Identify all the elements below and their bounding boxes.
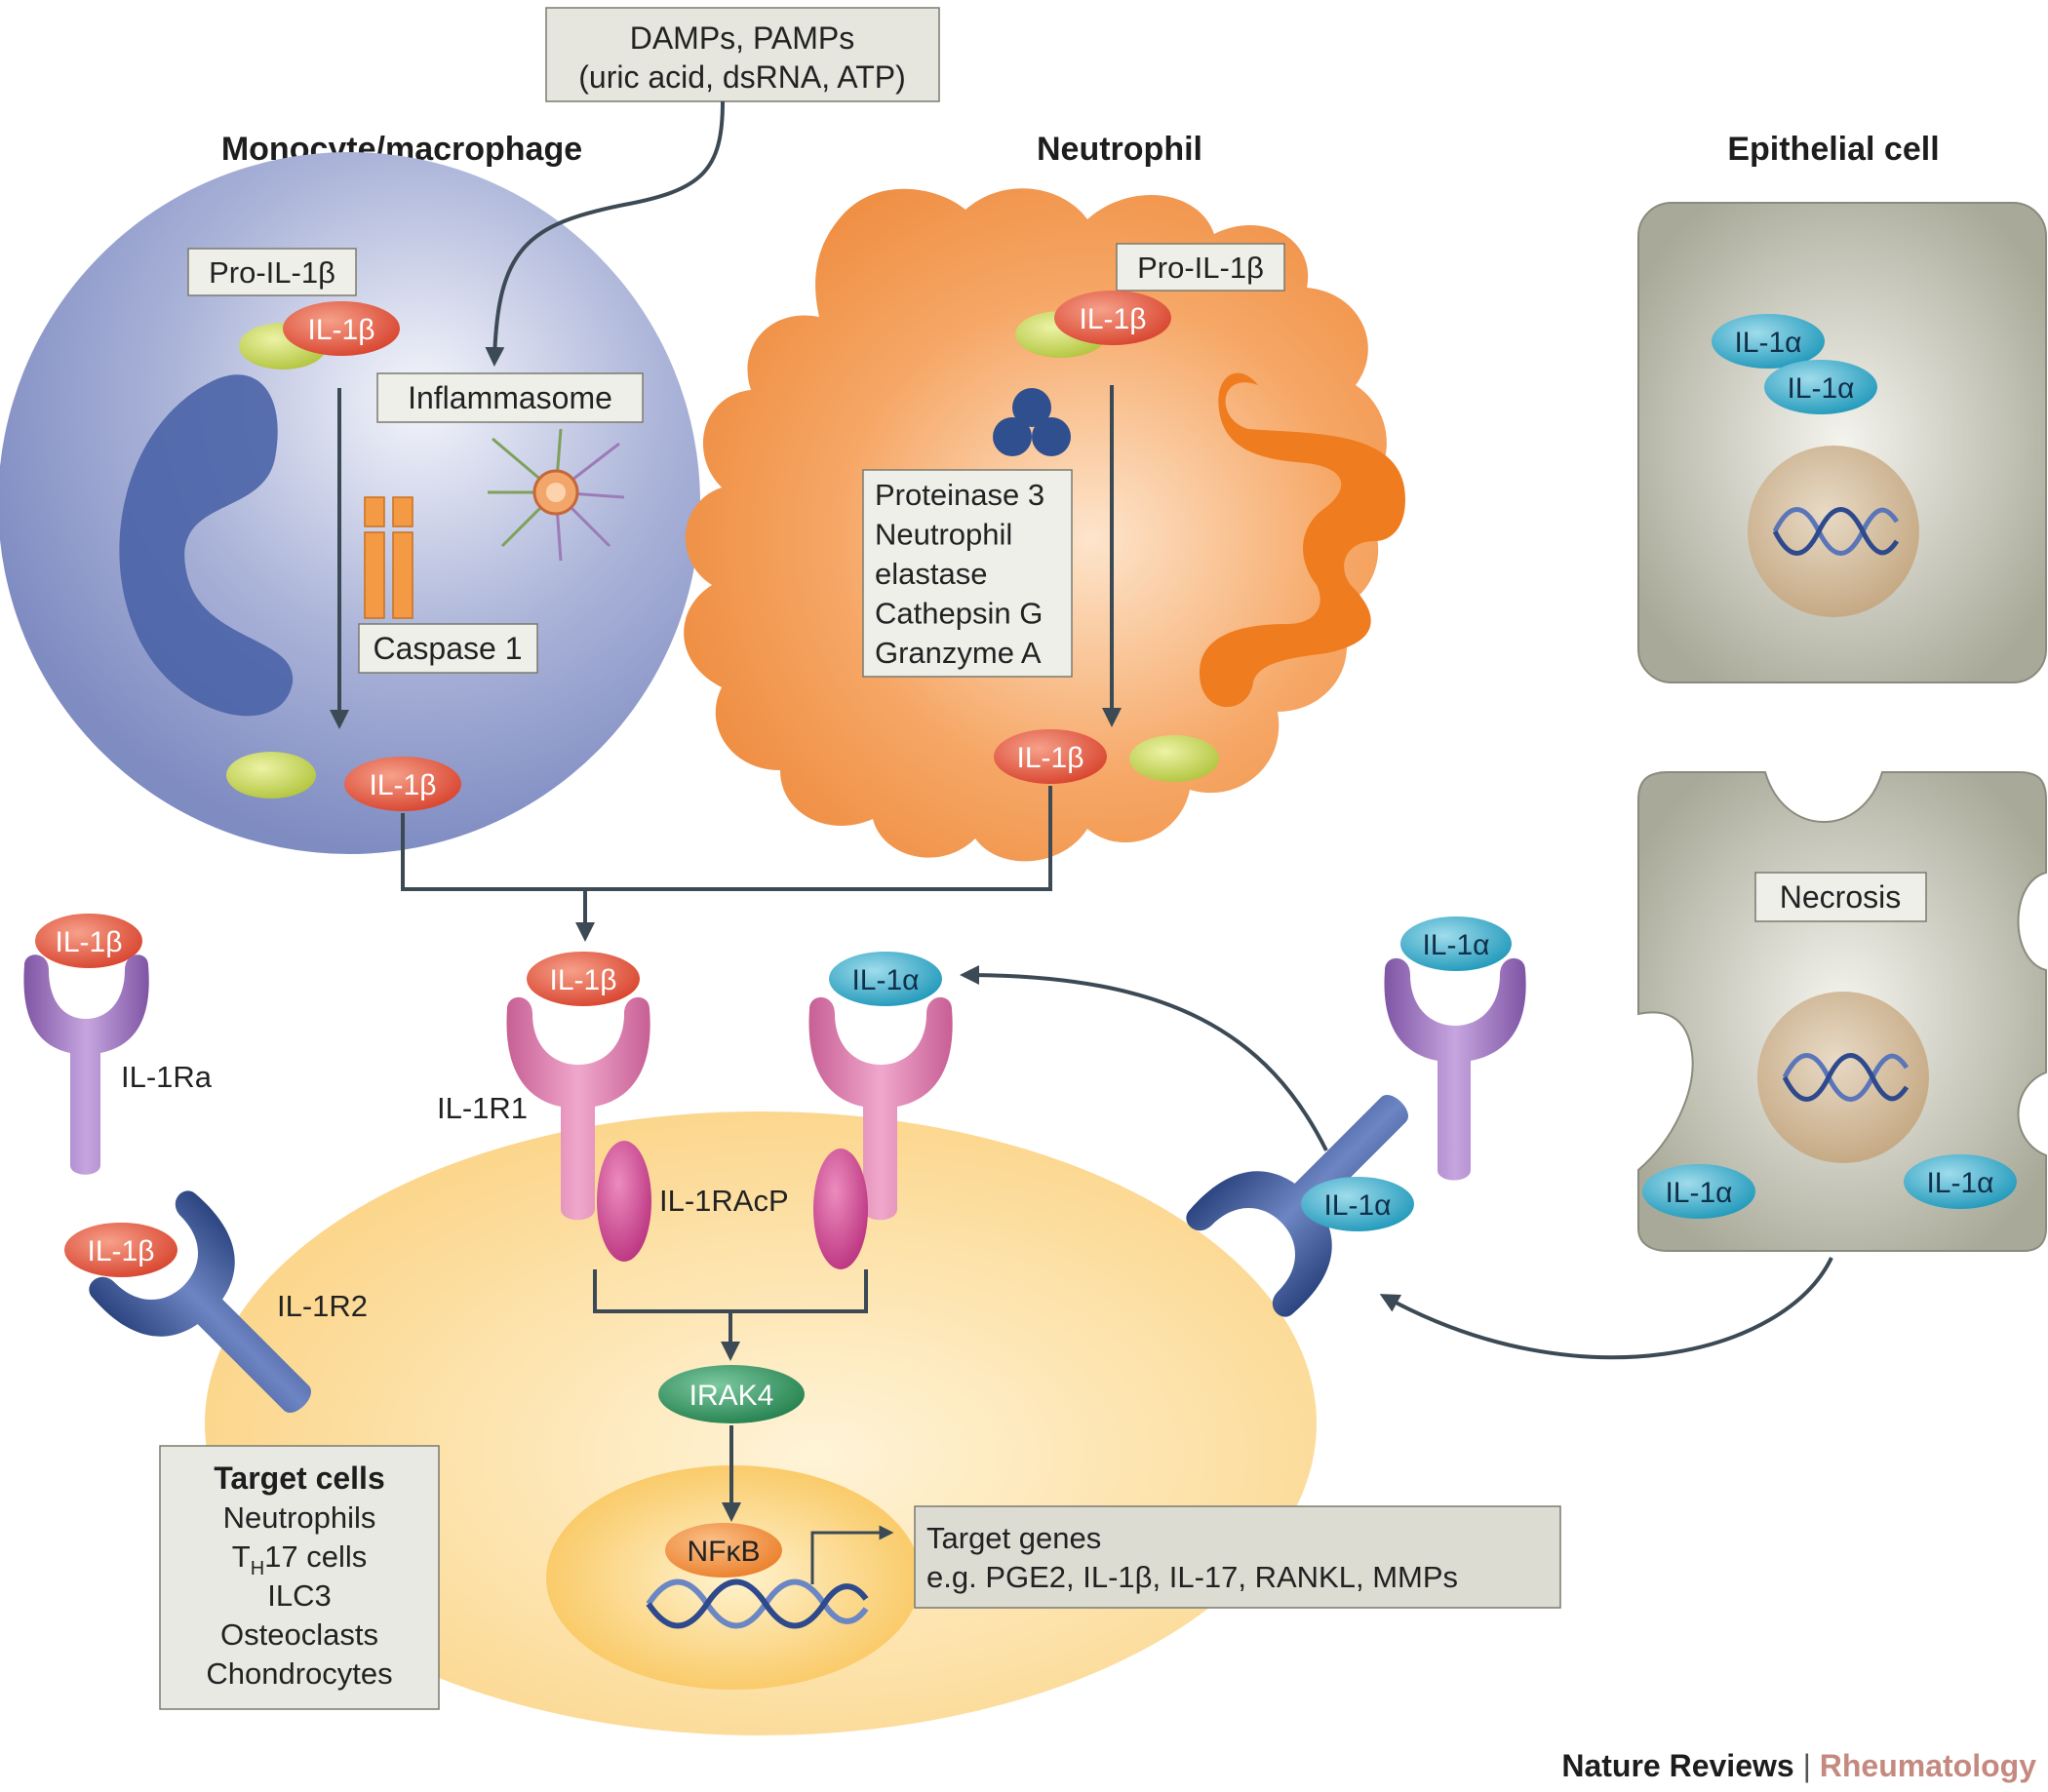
svg-text:IL-1β: IL-1β [550,964,617,996]
target-cells-title: Target cells [214,1461,384,1496]
neutrophil-title: Neutrophil [1037,131,1202,168]
target-genes-line1: Target genes [926,1521,1101,1555]
il1b-neut-mature [994,729,1107,784]
transcription-arrow [810,1525,894,1584]
svg-text:IL-1β: IL-1β [1080,303,1147,335]
caspase1-icon [364,496,414,619]
protease-item: Proteinase 3 [875,478,1044,512]
target-cells-item-4: Chondrocytes [206,1656,392,1691]
dna-icon-target [646,1578,869,1629]
nfkb-label: NFκB [688,1536,761,1568]
damps-line1: DAMPs, PAMPs [630,20,855,56]
svg-text:IL-1β: IL-1β [308,314,375,346]
protease-item: Neutrophil [875,518,1012,552]
il1a-on-il1r1 [829,952,942,1006]
protease-item: Cathepsin G [875,597,1043,631]
svg-text:IL-1β: IL-1β [56,926,123,958]
caspase1-label: Caspase 1 [358,623,538,674]
svg-text:IL-1α: IL-1α [1422,929,1489,961]
protease-item: elastase [875,557,987,591]
purple-receptor-il1a: IL-1α [1384,916,1526,1181]
target-genes-box: Target genes e.g. PGE2, IL-1β, IL-17, RA… [914,1505,1561,1609]
svg-text:IL-1α: IL-1α [851,964,919,996]
inflammasome-icon [488,428,625,562]
il1b-on-il1ra [35,914,142,968]
pro-il1b-label-mono: Pro-IL-1β [187,248,357,296]
il1racp-right [813,1149,868,1269]
inflammasome-label: Inflammasome [376,372,644,423]
protease-item: Granzyme A [875,636,1042,670]
il1r1-label: IL-1R1 [437,1091,528,1125]
dna-icon-necrotic [1782,1053,1910,1102]
svg-text:Pro-IL-1β: Pro-IL-1β [209,255,335,290]
epithelial-cell: IL-1α IL-1α [1637,202,2047,683]
il1r2-receptor-right: IL-1α [1186,1095,1414,1317]
il1racp-label: IL-1RAcP [659,1184,789,1218]
il1a-on-il1r2 [1301,1177,1414,1231]
necrosis-label: Necrosis [1754,872,1927,922]
pro-domain-neut-cleaved [1129,735,1219,782]
damps-pamps-box: DAMPs, PAMPs (uric acid, dsRNA, ATP) [545,7,940,102]
svg-text:Necrosis: Necrosis [1780,879,1901,915]
granule-cluster-icon [993,388,1071,456]
pro-domain-mono-cleaved [226,752,316,799]
svg-text:IL-1α: IL-1α [1323,1189,1391,1222]
il1a-necrotic-1 [1642,1164,1755,1219]
il1a-on-purple [1400,916,1512,971]
target-cells-item-0: Neutrophils [223,1500,376,1535]
svg-text:IL-1α: IL-1α [1926,1167,1993,1199]
svg-text:IL-1β: IL-1β [370,769,437,801]
il1r1-il1b-complex: IL-1β [506,952,651,1262]
il1r2-label: IL-1R2 [277,1289,368,1323]
nfkb-protein [665,1523,782,1578]
il1r2-receptor-left: IL-1β IL-1R2 [64,1190,368,1413]
arrow-damps-to-inflammasome [485,100,725,367]
monocyte-nucleus [119,374,294,717]
dna-icon-epi [1772,507,1900,556]
svg-text:IL-1β: IL-1β [88,1235,155,1267]
il1b-on-il1r2 [64,1223,177,1277]
target-nucleus [546,1465,921,1690]
arrow-il1b-release [401,786,1052,891]
target-cells-item-2: ILC3 [267,1578,331,1613]
neutrophil-cell: Pro-IL-1β IL-1β Proteinase 3 Neutrophil el… [684,188,1405,862]
irak4-protein [658,1365,805,1423]
epithelial-title: Epithelial cell [1727,131,1939,168]
il1a-necrotic-2 [1904,1154,2017,1209]
irak4-label: IRAK4 [689,1380,774,1412]
il1a-epi-1 [1712,314,1825,369]
svg-text:Inflammasome: Inflammasome [408,380,612,415]
il1b-neut-top [1054,291,1171,345]
monocyte-cell: Pro-IL-1β IL-1β Inflammasome [0,152,700,854]
svg-text:Pro-IL-1β: Pro-IL-1β [1137,251,1264,285]
pro-il1b-label-neut: Pro-IL-1β [1116,243,1285,292]
target-cells-box: Target cells Neutrophils TH17 cells ILC3… [159,1445,440,1710]
svg-text:Caspase 1: Caspase 1 [374,631,523,666]
target-cells-item-1: TH17 cells [232,1539,368,1579]
target-genes-line2: e.g. PGE2, IL-1β, IL-17, RANKL, MMPs [926,1560,1458,1594]
necrotic-nucleus [1757,992,1929,1163]
il1b-mono-mature [344,757,461,811]
svg-text:IL-1α: IL-1α [1787,372,1854,405]
epi-nucleus [1748,446,1919,617]
il1ra-receptor: IL-1β IL-1Ra [23,914,213,1175]
il1b-on-il1r1 [527,952,640,1006]
target-cells-item-3: Osteoclasts [220,1617,378,1652]
il1ra-label: IL-1Ra [121,1060,213,1094]
il1r1-il1a-complex: IL-1α [808,952,953,1269]
svg-text:IL-1β: IL-1β [1017,742,1084,774]
arrow-il1a-to-il1r1 [960,965,1328,1151]
neutrophil-nucleus [1200,372,1405,708]
necrotic-cell: Necrosis IL-1α IL-1α [1637,771,2047,1252]
svg-text:IL-1α: IL-1α [1665,1177,1732,1209]
damps-line2: (uric acid, dsRNA, ATP) [578,59,905,95]
il1racp-left [597,1141,651,1262]
il1a-epi-2 [1764,360,1877,414]
svg-text:IL-1α: IL-1α [1734,327,1801,359]
il1b-mono-top [283,301,400,356]
journal-credit: Nature Reviews | Rheumatology [1561,1748,2036,1783]
proteases-box: Proteinase 3 Neutrophil elastaseCathepsin … [862,469,1073,678]
arrow-necrosis-to-il1r2 [1379,1257,1833,1360]
